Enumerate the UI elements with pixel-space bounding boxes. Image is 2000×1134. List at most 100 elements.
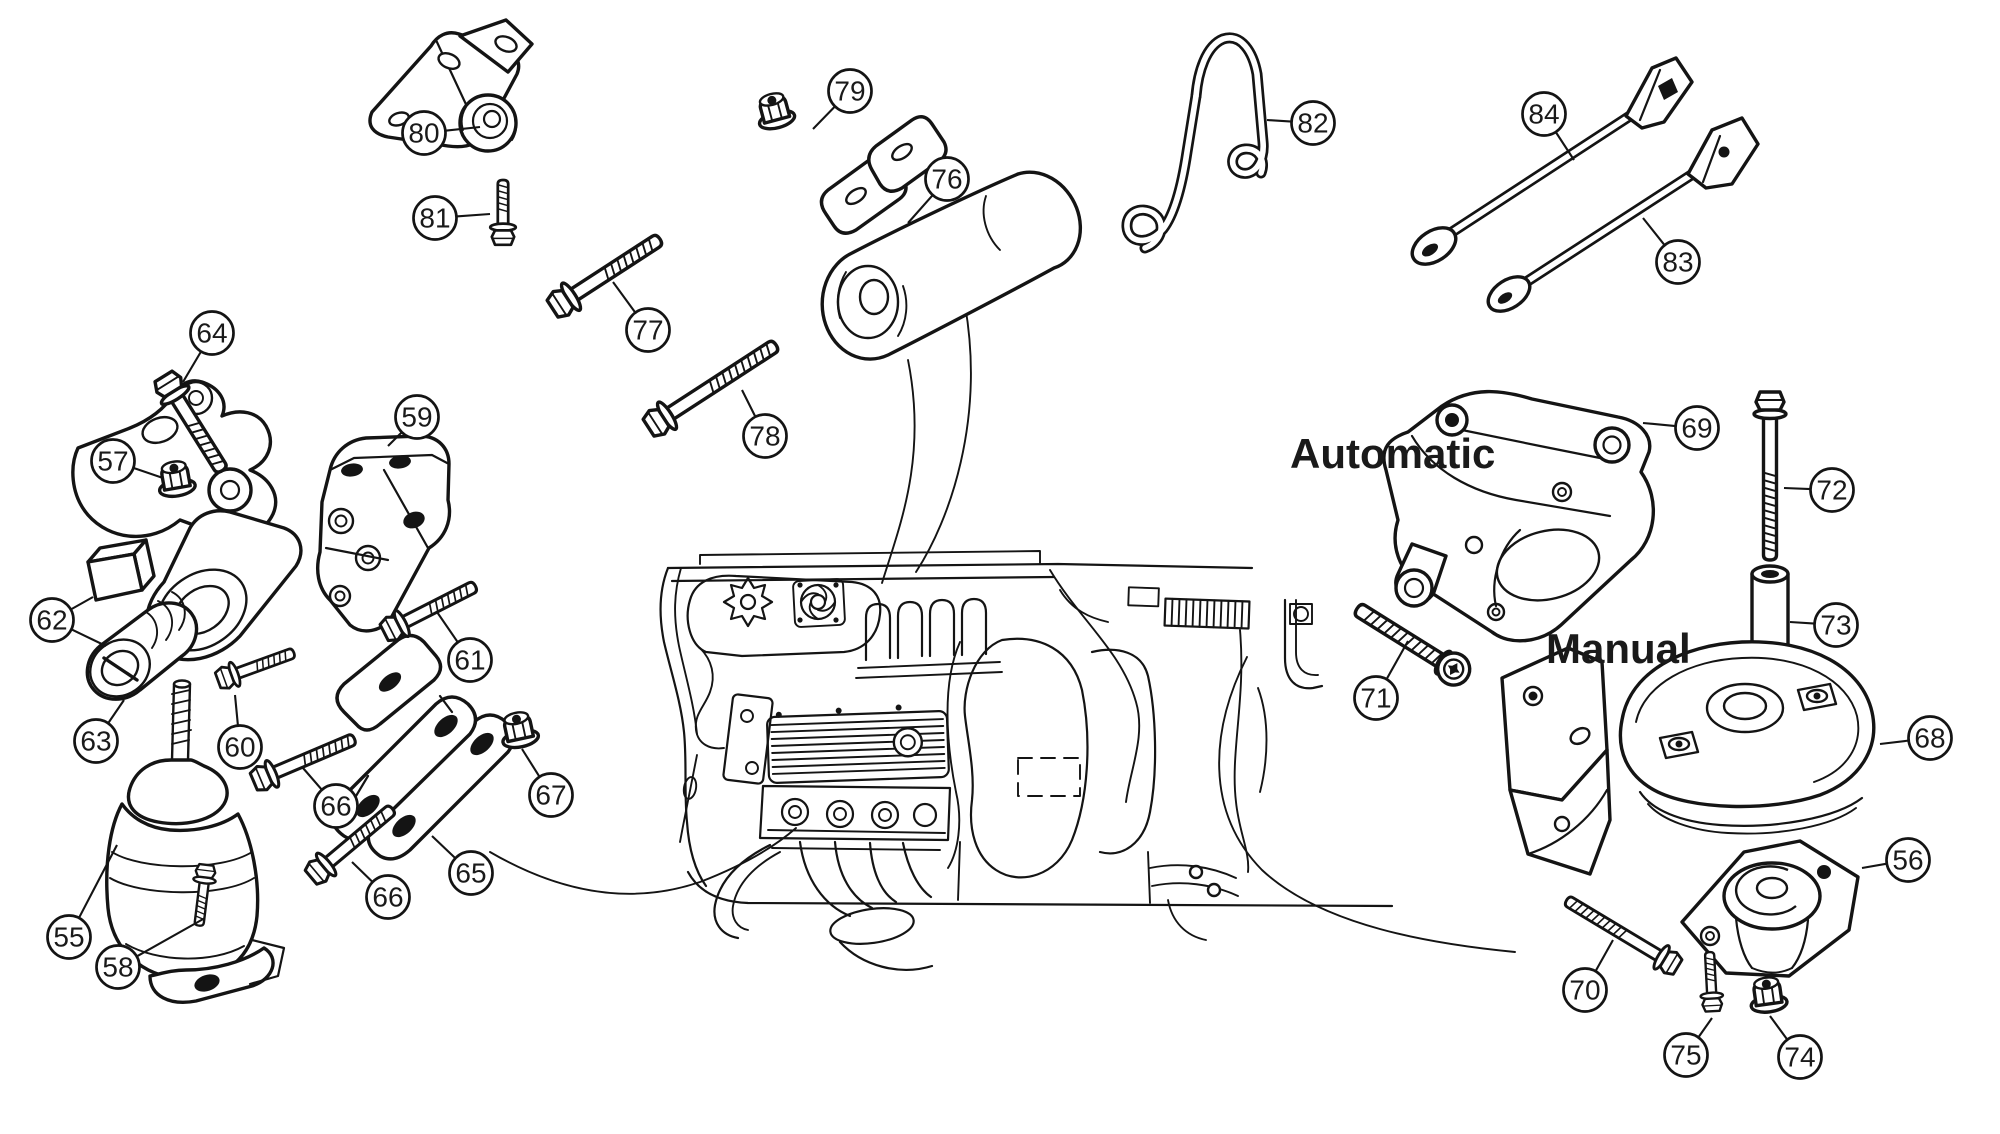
bolt-61 — [378, 580, 478, 643]
leader-line-77 — [612, 281, 637, 314]
balloon-circle-81 — [412, 195, 458, 241]
callout-74: 74 — [1769, 1015, 1823, 1080]
callout-80: 80 — [401, 110, 481, 156]
callout-55: 55 — [46, 844, 118, 960]
balloon-number-63: 63 — [80, 726, 111, 757]
part-56-lower-damper — [1680, 839, 1860, 978]
nut-74 — [1749, 976, 1789, 1014]
balloon-circle-57 — [90, 438, 136, 484]
leader-line-60 — [233, 694, 239, 726]
callout-66: 66 — [351, 861, 411, 920]
leader-line-80 — [445, 125, 481, 132]
rear-mount-bracket — [1283, 598, 1324, 690]
automatic-label: Automatic — [1290, 430, 1495, 477]
callout-76: 76 — [907, 156, 970, 224]
leader-line-75 — [1697, 1017, 1713, 1039]
balloon-number-55: 55 — [53, 922, 84, 953]
bolt-66a — [248, 733, 357, 792]
leader-line-62 — [70, 628, 107, 647]
balloon-circle-78 — [742, 413, 788, 459]
balloon-circle-75 — [1663, 1032, 1709, 1078]
bolt-70 — [1563, 895, 1684, 976]
part-63-rubber-mount — [85, 591, 199, 701]
balloon-circle-84 — [1521, 91, 1567, 137]
balloon-circle-79 — [827, 68, 873, 114]
balloon-circle-58 — [95, 944, 141, 990]
balloon-circle-66 — [313, 783, 359, 829]
balloon-number-60: 60 — [224, 732, 255, 763]
leader-line-66 — [351, 861, 374, 883]
callout-64: 64 — [182, 310, 235, 383]
balloon-number-73: 73 — [1820, 610, 1851, 641]
balloon-number-79: 79 — [834, 76, 865, 107]
callout-62: 62 — [29, 596, 107, 647]
callout-66: 66 — [302, 767, 359, 829]
balloon-circle-77 — [625, 307, 671, 353]
part-76-bushing-face — [836, 195, 1001, 340]
curve-left-to-engine — [489, 827, 797, 895]
part-84-stay-rod — [1410, 56, 1694, 266]
callouts-layer: 5556575859606162636465666667686970717273… — [29, 68, 1953, 1080]
leader-line-71 — [1385, 640, 1409, 680]
intake-runners — [855, 597, 1003, 679]
curve-76-to-engine-a — [915, 304, 972, 573]
leader-line-63 — [107, 699, 125, 724]
fuel-line-fittings — [1149, 864, 1239, 941]
balloon-number-66: 66 — [372, 882, 403, 913]
balloon-number-83: 83 — [1662, 247, 1693, 278]
leader-line-84 — [1554, 131, 1575, 161]
balloon-circle-67 — [528, 772, 574, 818]
leader-line-74 — [1769, 1015, 1789, 1041]
leader-line-72 — [1783, 486, 1811, 491]
part-55-hydramount — [105, 679, 286, 1004]
balloon-number-61: 61 — [454, 645, 485, 676]
part-80-bushing — [458, 93, 518, 153]
leader-line-64 — [182, 350, 202, 383]
bolt-72 — [1752, 390, 1788, 562]
balloon-number-74: 74 — [1784, 1042, 1815, 1073]
balloon-number-56: 56 — [1892, 845, 1923, 876]
nut-79 — [757, 92, 797, 131]
balloon-circle-80 — [401, 110, 447, 156]
callout-70: 70 — [1562, 939, 1614, 1013]
nut-57 — [157, 460, 197, 499]
balloon-number-62: 62 — [36, 605, 67, 636]
part-83-stay-rod — [1486, 116, 1760, 313]
callout-81: 81 — [412, 195, 491, 241]
part-62-mount-pad — [86, 538, 156, 602]
part-76-engine-mount — [819, 115, 1083, 361]
part-80-upper-bracket — [368, 18, 534, 153]
balloon-circle-68 — [1907, 715, 1953, 761]
callout-69: 69 — [1642, 405, 1720, 451]
leader-line-55 — [78, 844, 118, 919]
engine-bay-illustration — [659, 550, 1394, 971]
bolt-78 — [641, 339, 780, 438]
balloon-circle-64 — [189, 310, 235, 356]
part-62-63-engine-bracket-arm — [71, 379, 303, 701]
balloon-circle-59 — [394, 394, 440, 440]
bolt-77 — [545, 233, 664, 319]
leader-line-81 — [456, 212, 491, 218]
callout-82: 82 — [1266, 100, 1336, 146]
bolt-60 — [213, 647, 296, 690]
balloon-number-59: 59 — [401, 402, 432, 433]
dome-nut-right — [1796, 682, 1838, 712]
leader-line-65 — [431, 835, 457, 859]
bolt-64 — [153, 369, 228, 474]
bolt-71 — [1353, 602, 1472, 687]
callout-61: 61 — [436, 611, 493, 683]
callout-58: 58 — [95, 917, 206, 990]
manual-label: Manual — [1546, 625, 1691, 672]
balloon-number-70: 70 — [1569, 975, 1600, 1006]
balloon-circle-66 — [365, 874, 411, 920]
leader-line-82 — [1266, 118, 1292, 123]
leader-line-56 — [1861, 862, 1887, 870]
bolt-66b — [303, 804, 396, 886]
balloon-number-64: 64 — [196, 318, 227, 349]
reservoir-cap-star-icon — [722, 576, 774, 628]
balloon-number-81: 81 — [419, 203, 450, 234]
bolt-58 — [192, 862, 217, 927]
screw-81 — [488, 178, 518, 247]
callout-56: 56 — [1861, 837, 1931, 883]
